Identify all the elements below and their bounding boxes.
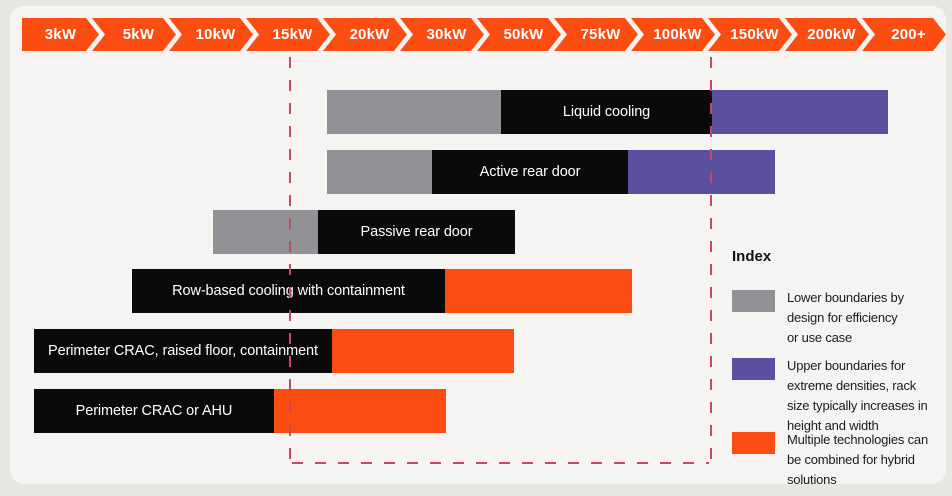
legend-item-text: Upper boundaries for extreme densities, …	[787, 358, 928, 433]
axis-segment-200plus: 200+	[862, 18, 946, 51]
bar-perimeter-crac-or-ahu: Perimeter CRAC or AHU	[0, 389, 952, 433]
axis-segment-label: 15kW	[272, 26, 313, 43]
legend-swatch-orange	[732, 432, 775, 454]
axis-segment-50kw: 50kW	[477, 18, 561, 51]
axis-segment-15kw: 15kW	[246, 18, 330, 51]
axis-segment-label: 50kW	[503, 26, 544, 43]
bar-active-rear-door: Active rear door	[0, 150, 952, 194]
legend-item-text: Multiple technologies can be combined fo…	[787, 432, 928, 487]
kw-axis: 3kW 5kW 10kW 15kW 20kW 30kW 50kW 75kW 100kW 150kW…	[0, 18, 952, 51]
axis-segment-label: 20kW	[349, 26, 390, 43]
bar-segment-black: Passive rear door	[318, 210, 515, 254]
axis-segment-label: 3kW	[44, 26, 77, 43]
bar-segment-black: Perimeter CRAC or AHU	[34, 389, 274, 433]
axis-segment-label: 150kW	[730, 26, 779, 43]
bar-segment-orange	[274, 389, 446, 433]
bar-label: Row-based cooling with containment	[172, 283, 405, 299]
axis-segment-200kw: 200kW	[785, 18, 869, 51]
legend-title: Index	[732, 248, 772, 265]
bar-row-based-cooling-with-containment: Row-based cooling with containment	[0, 269, 952, 313]
axis-segment-label: 30kW	[426, 26, 467, 43]
bar-segment-purple	[712, 90, 888, 134]
legend-swatch-purple	[732, 358, 775, 380]
bar-segment-black: Active rear door	[432, 150, 628, 194]
axis-segment-label: 75kW	[580, 26, 621, 43]
legend-item-text: Lower boundaries by design for efficienc…	[787, 290, 904, 345]
bar-segment-black: Liquid cooling	[501, 90, 712, 134]
bar-perimeter-crac-raised-floor-containment: Perimeter CRAC, raised floor, containmen…	[0, 329, 952, 373]
axis-segment-5kw: 5kW	[92, 18, 176, 51]
axis-segment-30kw: 30kW	[400, 18, 484, 51]
bar-segment-black: Perimeter CRAC, raised floor, containmen…	[34, 329, 332, 373]
bar-segment-gray	[213, 210, 318, 254]
bar-passive-rear-door: Passive rear door	[0, 210, 952, 254]
legend-item-orange: Multiple technologies can be combined fo…	[732, 430, 928, 490]
legend-item-gray: Lower boundaries by design for efficienc…	[732, 288, 904, 348]
axis-segment-label: 100kW	[653, 26, 702, 43]
bar-label: Perimeter CRAC or AHU	[75, 403, 233, 419]
axis-segment-20kw: 20kW	[323, 18, 407, 51]
axis-segment-label: 200+	[891, 26, 926, 43]
bar-segment-gray	[327, 150, 432, 194]
bar-segment-gray	[327, 90, 501, 134]
bar-segment-purple	[628, 150, 775, 194]
legend: Index Lower boundaries by design for eff…	[732, 248, 932, 487]
bar-segment-orange	[332, 329, 514, 373]
axis-segment-label: 200kW	[807, 26, 856, 43]
bar-label: Perimeter CRAC, raised floor, containmen…	[48, 343, 318, 359]
axis-segment-150kw: 150kW	[708, 18, 792, 51]
bar-segment-orange	[445, 269, 632, 313]
bar-segment-black: Row-based cooling with containment	[132, 269, 445, 313]
axis-segment-10kw: 10kW	[169, 18, 253, 51]
bar-label: Liquid cooling	[562, 104, 651, 120]
legend-swatch-gray	[732, 290, 775, 312]
axis-segment-label: 5kW	[122, 26, 155, 43]
bar-label: Passive rear door	[360, 224, 473, 240]
axis-segment-label: 10kW	[195, 26, 236, 43]
bar-label: Active rear door	[479, 164, 581, 180]
bar-liquid-cooling: Liquid cooling	[0, 90, 952, 134]
axis-segment-3kw: 3kW	[22, 18, 99, 51]
axis-segment-100kw: 100kW	[631, 18, 715, 51]
axis-segment-75kw: 75kW	[554, 18, 638, 51]
legend-item-purple: Upper boundaries for extreme densities, …	[732, 356, 928, 436]
